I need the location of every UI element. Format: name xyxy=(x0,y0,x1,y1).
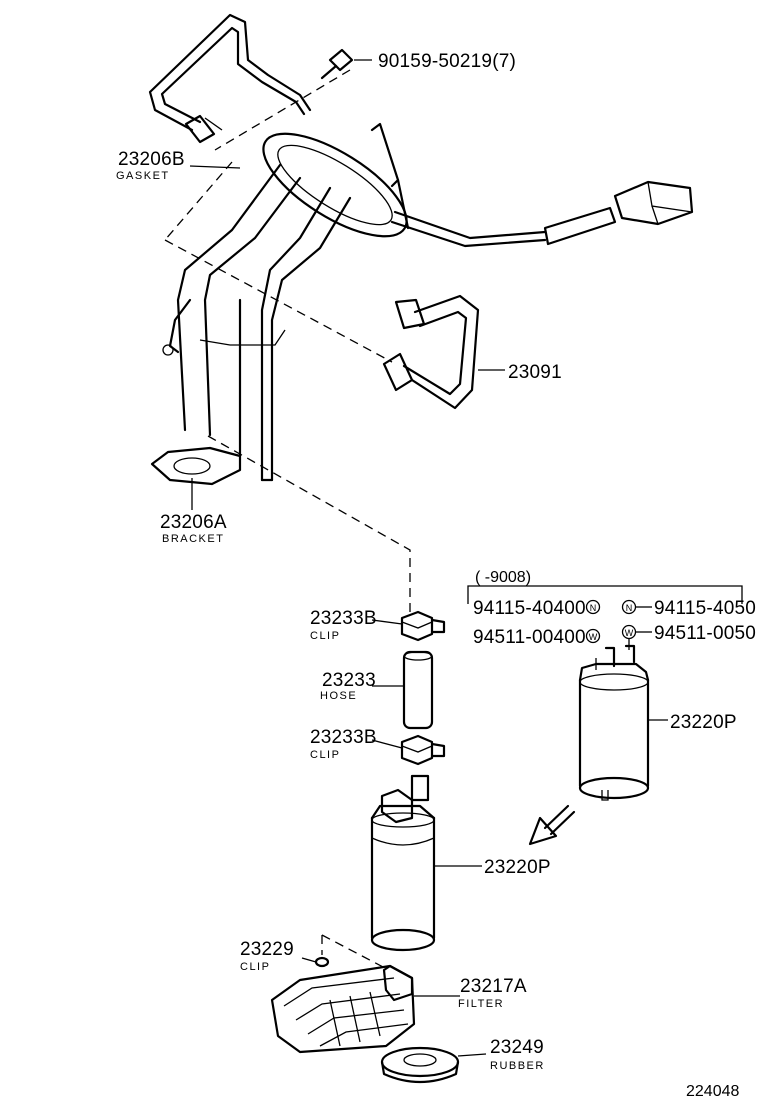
fuel-tube-part xyxy=(382,294,505,410)
hose-part xyxy=(372,650,434,730)
assembly-guide-lines xyxy=(164,69,411,969)
clip-small-part xyxy=(301,956,330,968)
label-hose-part: 23233 xyxy=(322,670,376,691)
svg-text:N: N xyxy=(590,603,597,613)
reference-arrow xyxy=(528,804,576,846)
washer-icon-right: W xyxy=(621,624,637,640)
label-bolt: 90159-50219(7) xyxy=(378,51,516,72)
figure-id: 224048 xyxy=(686,1083,739,1100)
label-filter-name: FILTER xyxy=(458,998,504,1010)
label-fuel-tube: 23091 xyxy=(508,362,562,383)
pump-bracket-assembly xyxy=(148,13,694,486)
callout-nut-left: 94115-40400 xyxy=(473,598,586,619)
callout-bracket xyxy=(467,585,743,604)
callout-washer-right: 94511-0050 xyxy=(654,623,756,644)
label-clip-small-part: 23229 xyxy=(240,939,294,960)
label-clip-upper-name: CLIP xyxy=(310,630,340,642)
label-rubber-name: RUBBER xyxy=(490,1060,545,1072)
nut-icon-left: N xyxy=(585,599,601,615)
svg-text:W: W xyxy=(625,628,634,638)
fuel-pump-part xyxy=(370,774,482,952)
label-pump-alt: 23220P xyxy=(670,712,737,733)
bolt-part xyxy=(320,48,372,80)
label-clip-lower-part: 23233B xyxy=(310,727,377,748)
clip-lower-part xyxy=(371,734,446,766)
label-filter-part: 23217A xyxy=(460,976,527,997)
svg-text:W: W xyxy=(589,632,598,642)
label-bracket-name: BRACKET xyxy=(162,533,224,545)
svg-text:N: N xyxy=(626,603,633,613)
filter-part xyxy=(270,964,460,1054)
label-gasket-name: GASKET xyxy=(116,170,170,182)
label-bracket-part: 23206A xyxy=(160,512,227,533)
nut-icon-right: N xyxy=(621,599,637,615)
callout-washer-left: 94511-00400 xyxy=(473,627,586,648)
label-pump: 23220P xyxy=(484,857,551,878)
rubber-part xyxy=(380,1046,487,1084)
label-hose-name: HOSE xyxy=(320,690,357,702)
callout-header: ( -9008) xyxy=(475,569,531,586)
fuel-pump-alt-part xyxy=(578,644,668,801)
label-gasket-part: 23206B xyxy=(118,149,185,170)
label-rubber-part: 23249 xyxy=(490,1037,544,1058)
clip-upper-part xyxy=(371,610,446,642)
label-clip-lower-name: CLIP xyxy=(310,749,340,761)
washer-icon-left: W xyxy=(585,628,601,644)
label-clip-upper-part: 23233B xyxy=(310,608,377,629)
callout-nut-right: 94115-4050 xyxy=(654,598,756,619)
label-clip-small-name: CLIP xyxy=(240,961,270,973)
